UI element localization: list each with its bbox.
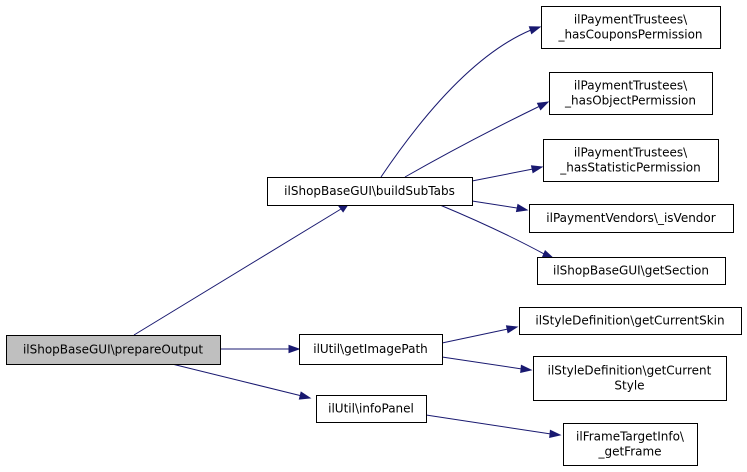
node-box [563,423,698,466]
arrowhead-icon [549,429,562,439]
node-label: ilPaymentVendors\_isVendor [546,211,715,225]
node-get-section[interactable]: ilShopBaseGUI\getSection [537,257,726,285]
node-label: ilPaymentTrustees\ [574,146,688,160]
node-label: Style [614,379,644,393]
node-label: ilStyleDefinition\getCurrentSkin [535,314,724,328]
edge-prepare-output-to-info-panel [171,363,312,400]
edge-build-sub-tabs-to-is-vendor [471,200,529,213]
node-has-coupons-permission[interactable]: ilPaymentTrustees\_hasCouponsPermission [541,6,721,49]
node-box [519,307,742,335]
node-box [541,6,721,49]
node-box [533,356,727,401]
node-label: ilStyleDefinition\getCurrent [548,364,712,378]
node-box [537,257,726,285]
node-label: ilUtil\getImagePath [313,342,428,356]
node-label: ilShopBaseGUI\prepareOutput [23,343,203,357]
arrowhead-icon [536,101,550,111]
edge-build-sub-tabs-to-has-object-permission [404,101,550,178]
node-label: _hasCouponsPermission [557,28,702,42]
arrowhead-icon [505,325,519,334]
node-has-object-permission[interactable]: ilPaymentTrustees\_hasObjectPermission [549,72,713,115]
edge-build-sub-tabs-to-has-statistic-permission [471,165,544,182]
node-box [316,395,427,423]
edge-build-sub-tabs-to-has-coupons-permission [380,26,542,178]
node-has-statistic-permission[interactable]: ilPaymentTrustees\_hasStatisticPermissio… [543,139,719,182]
node-label: ilPaymentTrustees\ [574,13,688,27]
node-label: ilShopBaseGUI\getSection [553,264,709,278]
node-box [267,177,473,206]
node-label: _getFrame [597,445,661,459]
node-get-frame[interactable]: ilFrameTargetInfo\_getFrame [563,423,698,466]
node-get-current-skin[interactable]: ilStyleDefinition\getCurrentSkin [519,307,742,335]
edge-prepare-output-to-get-image-path [220,344,301,354]
node-box [549,72,713,115]
node-build-sub-tabs[interactable]: ilShopBaseGUI\buildSubTabs [267,177,473,206]
node-label: _hasObjectPermission [564,94,696,108]
edge-line [471,168,534,182]
node-label: ilShopBaseGUI\buildSubTabs [284,184,455,198]
edge-info-panel-to-get-frame [425,414,562,439]
arrowhead-icon [541,249,555,259]
node-label: ilPaymentTrustees\ [574,79,688,93]
edge-line [171,363,303,397]
node-prepare-output[interactable]: ilShopBaseGUI\prepareOutput [6,335,221,365]
node-box [299,334,443,365]
node-is-vendor[interactable]: ilPaymentVendors\_isVendor [529,204,734,233]
arrowhead-icon [515,203,529,213]
edge-line [380,29,532,178]
arrowhead-icon [298,391,312,400]
edge-line [471,200,518,209]
edge-line [441,328,509,344]
node-box [529,204,734,233]
edge-line [404,105,541,178]
node-box [543,139,719,182]
edge-get-image-path-to-get-current-style [441,356,533,374]
node-get-image-path[interactable]: ilUtil\getImagePath [299,334,443,365]
node-info-panel[interactable]: ilUtil\infoPanel [316,395,427,423]
node-label: _hasStatisticPermission [559,161,701,175]
arrowhead-icon [528,26,542,35]
arrowhead-icon [288,344,301,354]
node-box [6,335,221,365]
node-label: ilUtil\infoPanel [328,402,414,416]
edge-layer [133,26,562,439]
arrowhead-icon [520,364,533,374]
node-layer: ilShopBaseGUI\prepareOutput ilShopBaseGUI… [6,6,742,466]
edge-prepare-output-to-build-sub-tabs [133,202,351,336]
edge-get-image-path-to-get-current-skin [441,325,519,344]
edge-line [425,414,552,435]
arrowhead-icon [530,165,544,174]
node-label: ilFrameTargetInfo\ [576,430,685,444]
edge-line [133,208,342,336]
edge-line [439,204,547,256]
edge-line [441,356,523,370]
